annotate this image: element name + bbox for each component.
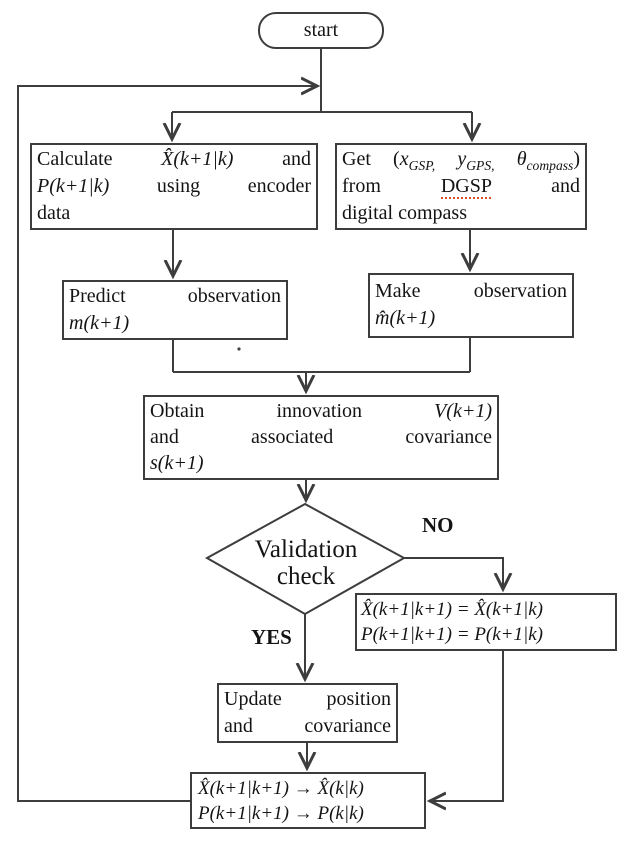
text-line: m(k+1) — [69, 310, 281, 337]
node-make-observation: Make observation m̂(k+1) — [368, 273, 574, 338]
start-label: start — [303, 19, 339, 41]
text-line: Obtain innovation V(k+1) — [150, 398, 492, 424]
text-line: Update position — [224, 686, 391, 713]
text-line: and associated covariance — [150, 424, 492, 450]
word: Calculate — [37, 148, 113, 170]
node-no-assignment: X̂(k+1|k+1) = X̂(k+1|k) P(k+1|k+1) = P(k… — [355, 593, 617, 651]
text-line: Make observation — [375, 278, 567, 305]
formula: θ — [516, 148, 527, 170]
text-line: Calculate X̂(k+1|k) and — [37, 146, 311, 173]
subscript: compass — [526, 158, 574, 173]
formula: X̂(k+1|k) — [161, 148, 234, 170]
word: Predict — [69, 285, 126, 307]
stray-dot — [237, 347, 241, 351]
node-start: start — [258, 12, 384, 49]
formula-line: P(k+1|k+1) = P(k+1|k) — [361, 624, 543, 645]
word: Update — [224, 688, 282, 710]
label-no: NO — [422, 513, 454, 537]
label-yes: YES — [251, 625, 292, 649]
edge-no-to-final — [430, 651, 504, 801]
formula: m̂(k+1) — [375, 307, 436, 329]
word: using — [156, 175, 201, 197]
text-line: from DGSP and — [342, 173, 580, 200]
formula: y — [457, 148, 467, 170]
edge-loop-back — [17, 86, 317, 802]
node-get-gps-compass: Get (xGSP, yGPS, θcompass) from DGSP and… — [335, 143, 587, 230]
formula-line: X̂(k+1|k+1) → X̂(k|k) — [198, 778, 364, 799]
word: from — [342, 175, 381, 197]
word: Obtain — [150, 400, 205, 422]
word-dgsp-spellcheck: DGSP — [440, 175, 492, 199]
text-line: Predict observation — [69, 283, 281, 310]
word: ) — [573, 148, 581, 170]
node-update-position: Update position and covariance — [217, 683, 398, 743]
node-predict-observation: Predict observation m(k+1) — [62, 280, 288, 340]
word: innovation — [276, 400, 363, 422]
subscript: GSP, — [408, 158, 436, 173]
formula: V(k+1) — [434, 400, 492, 422]
word: observation — [187, 285, 281, 307]
word: encoder — [247, 175, 311, 197]
word: covariance — [405, 426, 492, 448]
text-line: Get (xGSP, yGPS, θcompass) — [342, 146, 580, 173]
formula: x — [399, 148, 409, 170]
formula-line: P(k+1|k+1) → P(k|k) — [198, 803, 364, 824]
node-calculate-prediction: Calculate X̂(k+1|k) and P(k+1|k) using e… — [30, 143, 318, 230]
edge-no-branch — [404, 557, 503, 589]
word: Make — [375, 280, 421, 302]
word: and — [150, 426, 179, 448]
node-validation-check: Validation check — [226, 536, 386, 590]
text-line: data — [37, 200, 311, 227]
subscript: GPS, — [466, 158, 495, 173]
formula: s(k+1) — [150, 452, 204, 474]
word: covariance — [304, 715, 391, 737]
word: and — [282, 148, 311, 170]
node-final-assignment: X̂(k+1|k+1) → X̂(k|k) P(k+1|k+1) → P(k|k… — [190, 772, 426, 829]
formula-line: X̂(k+1|k+1) = X̂(k+1|k) — [361, 599, 543, 620]
word: Get ( — [342, 148, 400, 170]
text-line: Validation — [254, 536, 358, 563]
node-obtain-innovation: Obtain innovation V(k+1) and associated … — [143, 395, 499, 480]
text-line: and covariance — [224, 713, 391, 740]
text-line: digital compass — [342, 200, 580, 227]
text-line: m̂(k+1) — [375, 305, 567, 332]
word: digital compass — [342, 202, 467, 224]
formula: m(k+1) — [69, 312, 130, 334]
text-line: s(k+1) — [150, 450, 492, 476]
formula: P(k+1|k) — [37, 175, 110, 197]
word: and — [551, 175, 581, 197]
word: observation — [473, 280, 567, 302]
word: position — [326, 688, 391, 710]
text-line: P(k+1|k) using encoder — [37, 173, 311, 200]
word: and — [224, 715, 253, 737]
word: associated — [251, 426, 334, 448]
text-line: check — [276, 563, 336, 590]
word: data — [37, 202, 71, 224]
